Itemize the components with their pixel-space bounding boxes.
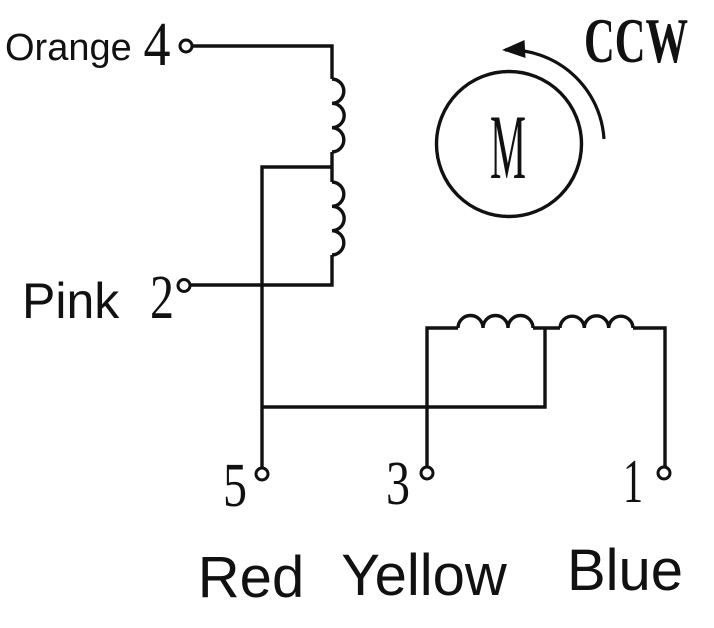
terminal-1-dot [656,465,672,481]
terminal-4-dot [178,38,194,54]
wire-center-tap-a-to-terminal5 [260,165,332,468]
coil-winding-a-lower [331,180,346,257]
motor-symbol-label: M [490,96,526,198]
terminal-2-dot [176,278,192,293]
terminal-number-3: 3 [386,450,410,518]
wire-label-red: Red [198,545,304,610]
wire-label-yellow: Yellow [341,543,508,608]
motor-circle [434,69,584,219]
coil-winding-b-right [558,314,635,329]
terminal-number-5: 5 [223,452,247,520]
terminal-number-4: 4 [144,11,171,79]
rotation-arrowhead-icon [502,40,526,58]
wire-label-pink: Pink [22,273,120,329]
terminal-5-dot [254,466,270,482]
terminal-3-dot [419,465,435,481]
wire-label-orange: Orange [5,27,132,69]
coil-winding-a-upper [331,77,346,154]
wire-center-tap-b-to-common [262,328,547,409]
coil-winding-b-left [456,313,535,329]
wire-terminal4-to-coil [192,44,334,79]
wire-terminal3-to-coil [425,326,458,467]
terminal-number-1: 1 [623,448,643,516]
wire-coil-to-terminal2 [190,255,334,287]
terminal-number-2: 2 [150,264,174,332]
rotation-direction-label: CCW [584,5,688,76]
wire-coil-to-terminal1 [633,326,667,467]
wire-label-blue: Blue [567,538,683,603]
